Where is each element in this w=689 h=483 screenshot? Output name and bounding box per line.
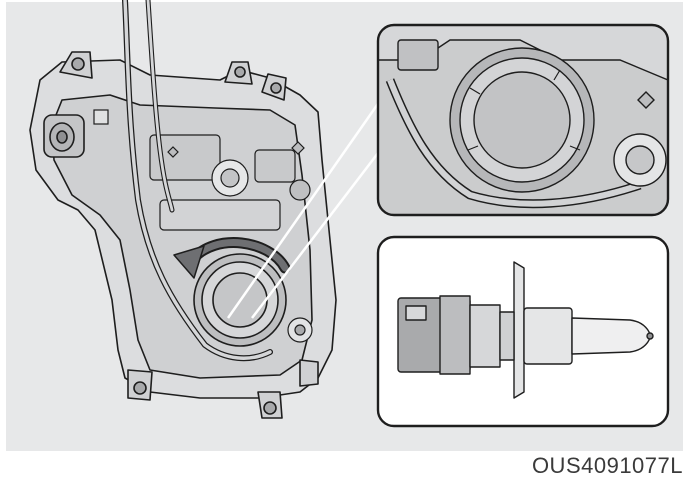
- callout-lines: [226, 97, 389, 319]
- wiring-harness: [122, 0, 273, 362]
- headlamp-housing: [29, 51, 337, 419]
- detail-view-socket: [376, 23, 670, 217]
- figure-code: OUS4091077L: [531, 453, 683, 478]
- detail-view-bulb: [376, 235, 670, 428]
- counterclockwise-arrow-icon: [173, 237, 291, 279]
- housing-details: [93, 109, 313, 343]
